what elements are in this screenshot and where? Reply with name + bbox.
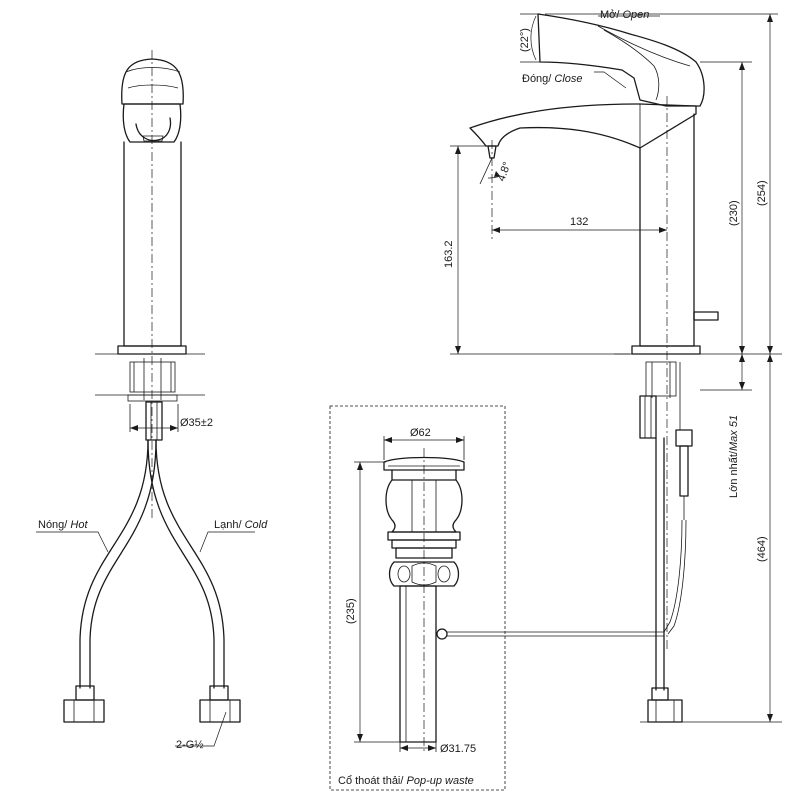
max-51-label: Lớn nhất/Max 51 [728, 415, 740, 498]
popup-waste-caption: Cổ thoát thải/ Pop-up waste [338, 775, 474, 787]
waste-pipe-diameter-label: Ø31.75 [440, 743, 476, 755]
side-handle-lever [537, 13, 705, 107]
side-spout [469, 103, 697, 149]
open-label: Mở/ Open [600, 9, 649, 21]
height-230-label: (230) [728, 200, 740, 226]
front-handle-cap [121, 58, 184, 105]
cold-label: Lạnh/ Cold [214, 519, 268, 531]
front-mounting-nut [145, 401, 163, 441]
front-hose-cold [155, 439, 225, 689]
hole-diameter-label: Ø35±2 [180, 417, 213, 429]
front-view [36, 50, 255, 747]
thread-label: 2-G½ [176, 739, 204, 751]
waste-top-diameter-label: Ø62 [410, 427, 431, 439]
popup-nut [388, 561, 460, 587]
spout-reach-label: 132 [570, 216, 588, 228]
hot-label: Nóng/ Hot [38, 519, 88, 531]
spout-angle-label: 4.8° [496, 160, 514, 183]
popup-waste-view [329, 405, 664, 791]
front-neck [122, 103, 182, 143]
side-view [450, 13, 782, 723]
popup-tailpipe [399, 585, 437, 743]
front-body [123, 141, 182, 347]
front-hose-nut-left [63, 699, 105, 723]
popup-waste-frame [329, 405, 506, 791]
side-hose-nut [647, 699, 683, 723]
close-label: Đóng/ Close [522, 73, 583, 85]
front-hose-hot [79, 439, 149, 689]
waste-length-label: (235) [345, 598, 357, 624]
hose-length-label: (464) [756, 536, 768, 562]
front-hose-nut-right [199, 699, 241, 723]
handle-angle-label: (22°) [519, 28, 531, 52]
height-254-label: (254) [756, 180, 768, 206]
spout-height-label: 163.2 [443, 240, 455, 268]
popup-cap [383, 456, 465, 471]
side-base-plate [631, 345, 701, 355]
popup-rod [693, 311, 719, 321]
